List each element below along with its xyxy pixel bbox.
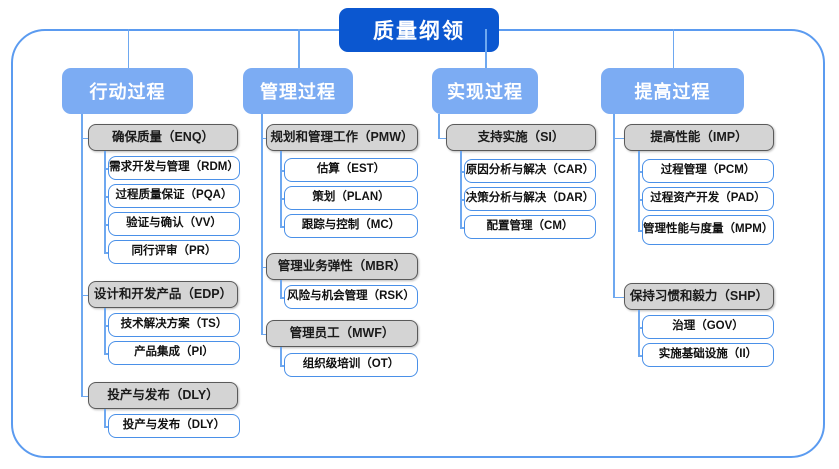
connector-stub bbox=[460, 227, 464, 229]
group-spine bbox=[104, 409, 106, 426]
group-spine bbox=[280, 151, 282, 226]
leaf-node[interactable]: 估算（EST） bbox=[284, 158, 418, 182]
connector-stub bbox=[104, 168, 108, 170]
connector-stub bbox=[104, 353, 108, 355]
connector-stub bbox=[104, 426, 108, 428]
column-spine-improve bbox=[613, 114, 615, 297]
connector-stub bbox=[81, 395, 88, 398]
leaf-node[interactable]: 过程质量保证（PQA） bbox=[108, 184, 240, 208]
group-spine bbox=[280, 347, 282, 365]
leaf-node[interactable]: 跟踪与控制（MC） bbox=[284, 214, 418, 238]
connector-stub bbox=[638, 355, 642, 357]
leaf-node[interactable]: 实施基础设施（II） bbox=[642, 343, 774, 367]
connector-stub bbox=[280, 198, 284, 200]
connector-stub bbox=[613, 137, 624, 140]
connector-stub bbox=[438, 137, 446, 140]
group-spine-joint bbox=[104, 308, 106, 310]
leaf-node[interactable]: 管理性能与度量（MPM） bbox=[642, 215, 774, 245]
group-spine-joint bbox=[104, 409, 106, 411]
root-title-node: 质量纲领 bbox=[339, 8, 499, 52]
group-spine-joint bbox=[280, 347, 282, 349]
group-spine-joint bbox=[638, 310, 640, 312]
connector-stub bbox=[104, 252, 108, 254]
connector-stub bbox=[104, 224, 108, 226]
group-spine bbox=[638, 310, 640, 355]
leaf-node[interactable]: 组织级培训（OT） bbox=[284, 353, 418, 377]
connector-stub bbox=[104, 196, 108, 198]
leaf-node[interactable]: 同行评审（PR） bbox=[108, 240, 240, 264]
group-spine bbox=[104, 151, 106, 252]
connector-stub bbox=[280, 170, 284, 172]
group-node[interactable]: 提高性能（IMP） bbox=[624, 124, 774, 151]
leaf-node[interactable]: 技术解决方案（TS） bbox=[108, 313, 240, 337]
leaf-node[interactable]: 过程资产开发（PAD） bbox=[642, 187, 774, 211]
connector-stub bbox=[460, 171, 464, 173]
leaf-node[interactable]: 风险与机会管理（RSK） bbox=[284, 285, 418, 309]
group-node[interactable]: 规划和管理工作（PMW） bbox=[266, 124, 418, 151]
connector-stub bbox=[613, 296, 624, 299]
group-node[interactable]: 投产与发布（DLY） bbox=[88, 382, 238, 409]
column-header-improve[interactable]: 提高过程 bbox=[601, 68, 744, 114]
connector-stub bbox=[460, 199, 464, 201]
connector-stub bbox=[638, 327, 642, 329]
group-node[interactable]: 确保质量（ENQ） bbox=[88, 124, 238, 151]
column-header-implement[interactable]: 实现过程 bbox=[432, 68, 538, 114]
connector-stub bbox=[638, 230, 642, 232]
leaf-node[interactable]: 决策分析与解决（DAR） bbox=[464, 187, 596, 211]
connector-stub bbox=[104, 325, 108, 327]
connector-stub bbox=[81, 294, 88, 297]
connector-stub bbox=[261, 137, 266, 140]
leaf-node[interactable]: 治理（GOV） bbox=[642, 315, 774, 339]
leaf-node[interactable]: 过程管理（PCM） bbox=[642, 159, 774, 183]
connector-stub bbox=[261, 266, 266, 269]
leaf-node[interactable]: 投产与发布（DLY） bbox=[108, 414, 240, 438]
connector-stub bbox=[280, 365, 284, 367]
leaf-node[interactable]: 产品集成（PI） bbox=[108, 341, 240, 365]
group-node[interactable]: 管理员工（MWF） bbox=[266, 320, 418, 347]
connector-stub bbox=[280, 226, 284, 228]
column-spine-manage bbox=[261, 114, 263, 334]
group-spine-joint bbox=[280, 280, 282, 282]
header-feed-improve bbox=[672, 29, 675, 68]
connector-stub bbox=[638, 171, 642, 173]
connector-stub bbox=[261, 333, 266, 336]
header-feed-implement bbox=[485, 29, 487, 68]
group-spine bbox=[638, 151, 640, 230]
group-spine bbox=[280, 280, 282, 297]
leaf-node[interactable]: 配置管理（CM） bbox=[464, 215, 596, 239]
group-spine-joint bbox=[460, 151, 462, 153]
group-node[interactable]: 管理业务弹性（MBR） bbox=[266, 253, 418, 280]
connector-stub bbox=[280, 297, 284, 299]
group-spine-joint bbox=[638, 151, 640, 153]
header-feed-action bbox=[127, 29, 130, 68]
leaf-node[interactable]: 原因分析与解决（CAR） bbox=[464, 159, 596, 183]
leaf-node[interactable]: 需求开发与管理（RDM） bbox=[108, 156, 240, 180]
column-spine-action bbox=[81, 114, 83, 396]
header-feed-manage bbox=[298, 29, 300, 68]
group-spine-joint bbox=[280, 151, 282, 153]
group-spine bbox=[460, 151, 462, 227]
leaf-node[interactable]: 验证与确认（VV） bbox=[108, 212, 240, 236]
connector-stub bbox=[81, 137, 88, 140]
connector-stub bbox=[638, 199, 642, 201]
group-spine-joint bbox=[104, 151, 106, 153]
group-node[interactable]: 保持习惯和毅力（SHP） bbox=[624, 283, 774, 310]
group-node[interactable]: 支持实施（SI） bbox=[446, 124, 596, 151]
column-header-action[interactable]: 行动过程 bbox=[62, 68, 193, 114]
group-spine bbox=[104, 308, 106, 353]
column-spine-implement bbox=[438, 114, 440, 138]
group-node[interactable]: 设计和开发产品（EDP） bbox=[88, 281, 238, 308]
leaf-node[interactable]: 策划（PLAN） bbox=[284, 186, 418, 210]
column-header-manage[interactable]: 管理过程 bbox=[243, 68, 353, 114]
